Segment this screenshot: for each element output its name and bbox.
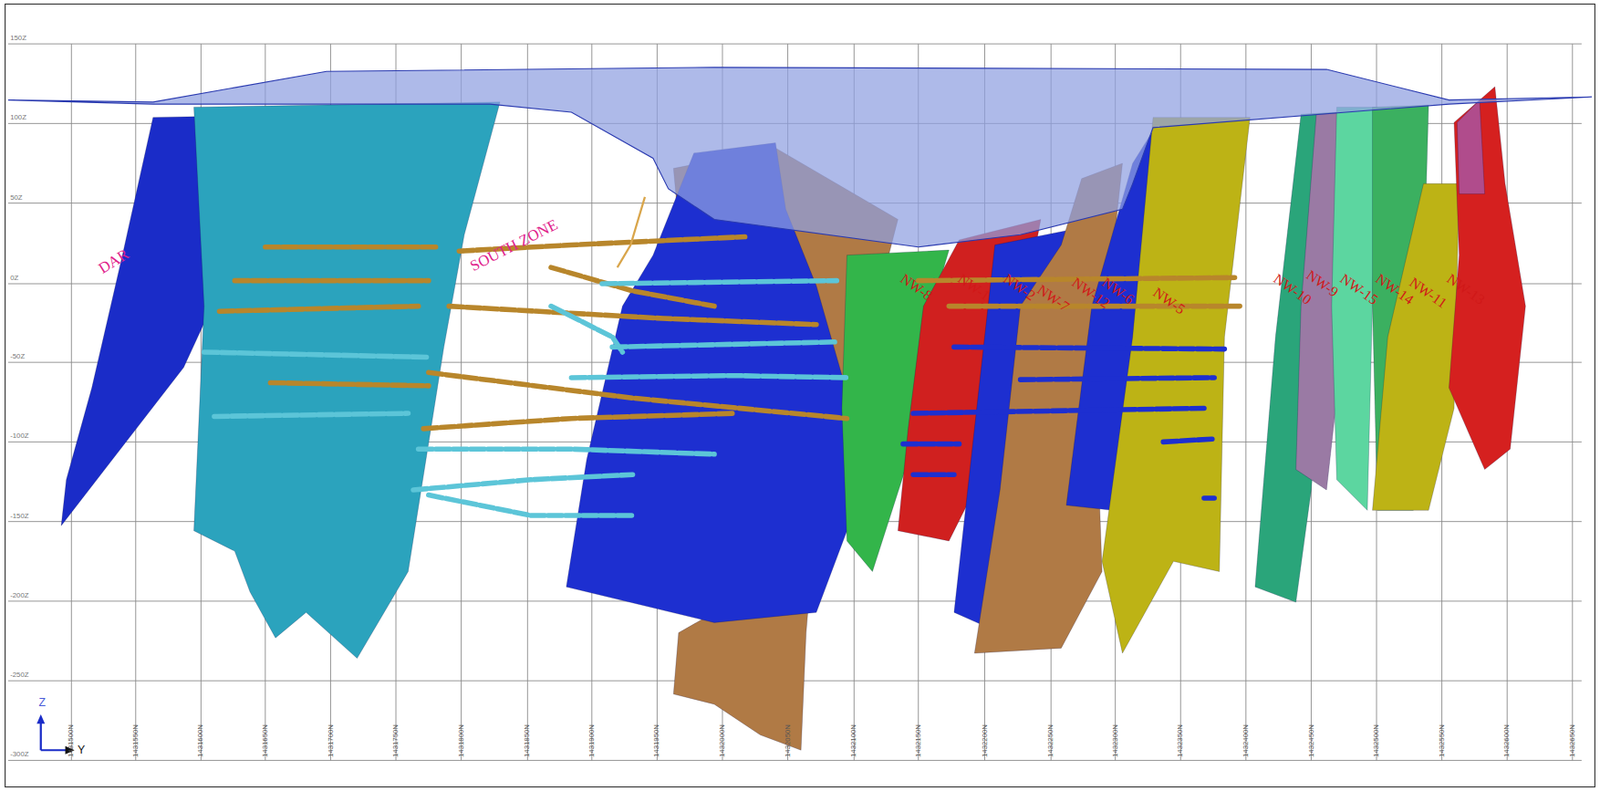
drill-hole	[448, 306, 817, 325]
topography-surface	[8, 67, 1592, 248]
vein	[194, 102, 501, 659]
drill-hole	[1163, 438, 1215, 442]
northing-label: 1431950N	[653, 724, 661, 758]
northing-label: 1432000N	[718, 724, 727, 758]
northing-label: 1431700N	[327, 724, 335, 758]
northing-label: 1432500N	[1372, 724, 1381, 758]
northing-label: 1432250N	[1047, 724, 1055, 758]
drill-hole	[418, 448, 715, 455]
elevation-label: -150Z	[10, 512, 29, 520]
drill-hole	[234, 278, 429, 284]
northing-label: 1432450N	[1308, 724, 1316, 758]
northing-label: 1432600N	[1503, 724, 1511, 758]
elevation-label: 50Z	[10, 194, 22, 202]
northing-label: 1432050N	[784, 724, 792, 758]
drill-hole	[265, 244, 439, 250]
drill-hole	[617, 197, 645, 268]
northing-label: 1431850N	[523, 724, 531, 758]
drill-hole	[423, 413, 735, 429]
northing-label: 1432300N	[1111, 724, 1120, 758]
northing-label: 1431750N	[392, 724, 400, 758]
frame	[5, 3, 1596, 787]
northing-label: 1432200N	[981, 724, 989, 758]
drill-hole	[413, 474, 634, 490]
axis-letter: Y	[77, 744, 85, 756]
vein	[1456, 100, 1485, 195]
axis-letter: Z	[39, 696, 47, 708]
vein	[1372, 183, 1460, 510]
elevation-label: 150Z	[10, 34, 27, 42]
elevation-label: 100Z	[10, 114, 27, 122]
drill-hole	[204, 352, 429, 358]
drill-holes	[204, 237, 1240, 516]
northing-label: 1431550N	[132, 724, 140, 758]
northing-label: 1431900N	[588, 724, 596, 758]
northing-label: 1432350N	[1176, 724, 1185, 758]
drill-hole	[550, 306, 623, 353]
drill-hole	[612, 342, 837, 348]
northing-label: 1431600N	[197, 724, 205, 758]
northing-label: 1432100N	[850, 724, 858, 758]
drill-hole	[913, 471, 955, 478]
drill-hole	[913, 407, 1205, 414]
northing-label: 1432150N	[914, 724, 923, 758]
drill-hole	[550, 267, 715, 307]
elevation-label: -300Z	[10, 750, 29, 759]
northing-label: 1432650N	[1568, 724, 1577, 758]
elevation-label: -50Z	[10, 353, 25, 361]
axis-triad	[36, 714, 45, 724]
northing-label: 1432400N	[1242, 724, 1250, 758]
vein	[1331, 106, 1378, 510]
elevation-label: 0Z	[10, 274, 19, 282]
drill-hole	[270, 383, 428, 386]
elevation-label: -250Z	[10, 671, 29, 679]
drill-hole	[954, 346, 1225, 349]
drill-hole	[219, 306, 419, 312]
northing-label: 1432550N	[1438, 724, 1446, 758]
northing-label: 1431800N	[457, 724, 466, 758]
drill-hole	[428, 495, 634, 516]
elevation-label: -100Z	[10, 432, 29, 440]
northing-label: 1431500N	[67, 724, 75, 758]
drill-hole	[903, 441, 960, 447]
drill-hole	[571, 375, 847, 378]
drill-hole	[602, 280, 837, 284]
drill-hole	[214, 413, 409, 416]
axis-triad	[41, 719, 73, 751]
drill-hole	[428, 372, 848, 418]
northing-label: 1431650N	[261, 724, 270, 758]
elevation-label: -200Z	[10, 592, 29, 600]
drill-hole	[1020, 377, 1216, 380]
drill-hole	[1204, 495, 1215, 501]
